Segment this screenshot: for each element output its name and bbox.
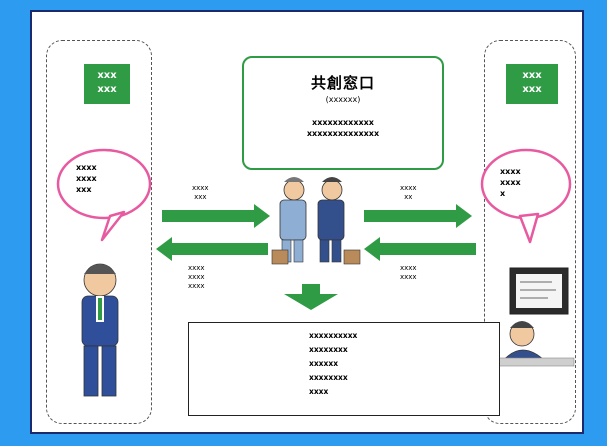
arrow-left-bottom-2 [364,237,476,261]
result-line-5: xxxx [309,387,329,396]
arrow-bottom-left-label: xxxx xxxx xxxx [188,264,205,291]
right-speech-bubble [480,148,572,244]
arrow-down [284,284,338,310]
arrow-top-right-label-1: xxxx [400,184,417,192]
arrow-top-right-label-2: xx [404,193,413,201]
arrow-left-bottom [156,237,268,261]
arrow-bottom-right-label: xxxx xxxx [400,264,417,282]
left-party-label: xxx xxx [84,64,130,104]
result-box: xxxxxxxxxx xxxxxxxx xxxxxx xxxxxxxx xxxx [188,322,500,416]
right-speech-line-1: xxxx [500,167,521,176]
result-text: xxxxxxxxxx xxxxxxxx xxxxxx xxxxxxxx xxxx [309,329,357,399]
center-box-line-1: xxxxxxxxxxxx [312,118,374,127]
arrow-bottom-left-label-2: xxxx [188,273,205,281]
result-line-3: xxxxxx [309,359,339,368]
right-column-frame [484,40,576,424]
result-line-4: xxxxxxxx [309,373,348,382]
result-line-2: xxxxxxxx [309,345,348,354]
arrow-top-left-label-2: xxx [194,193,207,201]
co-creation-window-box: 共創窓口 (xxxxxx) xxxxxxxxxxxx xxxxxxxxxxxxx… [242,56,444,170]
left-label-line-2: xxx [97,84,117,95]
center-box-title: 共創窓口 [310,74,375,92]
left-speech-line-3: xxx [76,185,92,194]
arrow-right-top-2 [364,204,472,228]
arrow-bottom-right-label-2: xxxx [400,273,417,281]
right-label-line-2: xxx [522,84,542,95]
right-speech-line-3: x [500,189,506,198]
left-speech-line-1: xxxx [76,163,97,172]
arrow-bottom-left-label-3: xxxx [188,282,205,290]
arrow-top-right-label: xxxx xx [400,184,417,202]
left-speech-text: xxxx xxxx xxx [76,162,97,195]
arrow-bottom-left-label-1: xxxx [188,264,205,272]
right-speech-text: xxxx xxxx x [500,166,521,199]
handshake-illustration [271,177,361,265]
arrow-top-left-label: xxxx xxx [192,184,209,202]
right-party-label: xxx xxx [506,64,558,104]
arrow-bottom-right-label-1: xxxx [400,264,417,272]
left-speech-bubble [56,148,152,242]
right-speech-line-2: xxxx [500,178,521,187]
left-person-illustration [81,263,119,397]
center-box-subtitle: (xxxxxx) [325,95,361,104]
right-person-illustration [493,267,575,367]
diagram-panel: xxx xxx xxx xxx 共創窓口 (xxxxxx) xxxxxxxxxx… [30,10,584,434]
right-label-line-1: xxx [522,70,542,81]
result-line-1: xxxxxxxxxx [309,331,358,340]
arrow-top-left-label-1: xxxx [192,184,209,192]
center-box-line-2: xxxxxxxxxxxxxx [306,129,380,138]
left-speech-line-2: xxxx [76,174,97,183]
left-label-line-1: xxx [97,70,117,81]
left-column-frame [46,40,152,424]
arrow-right-top [162,204,270,228]
